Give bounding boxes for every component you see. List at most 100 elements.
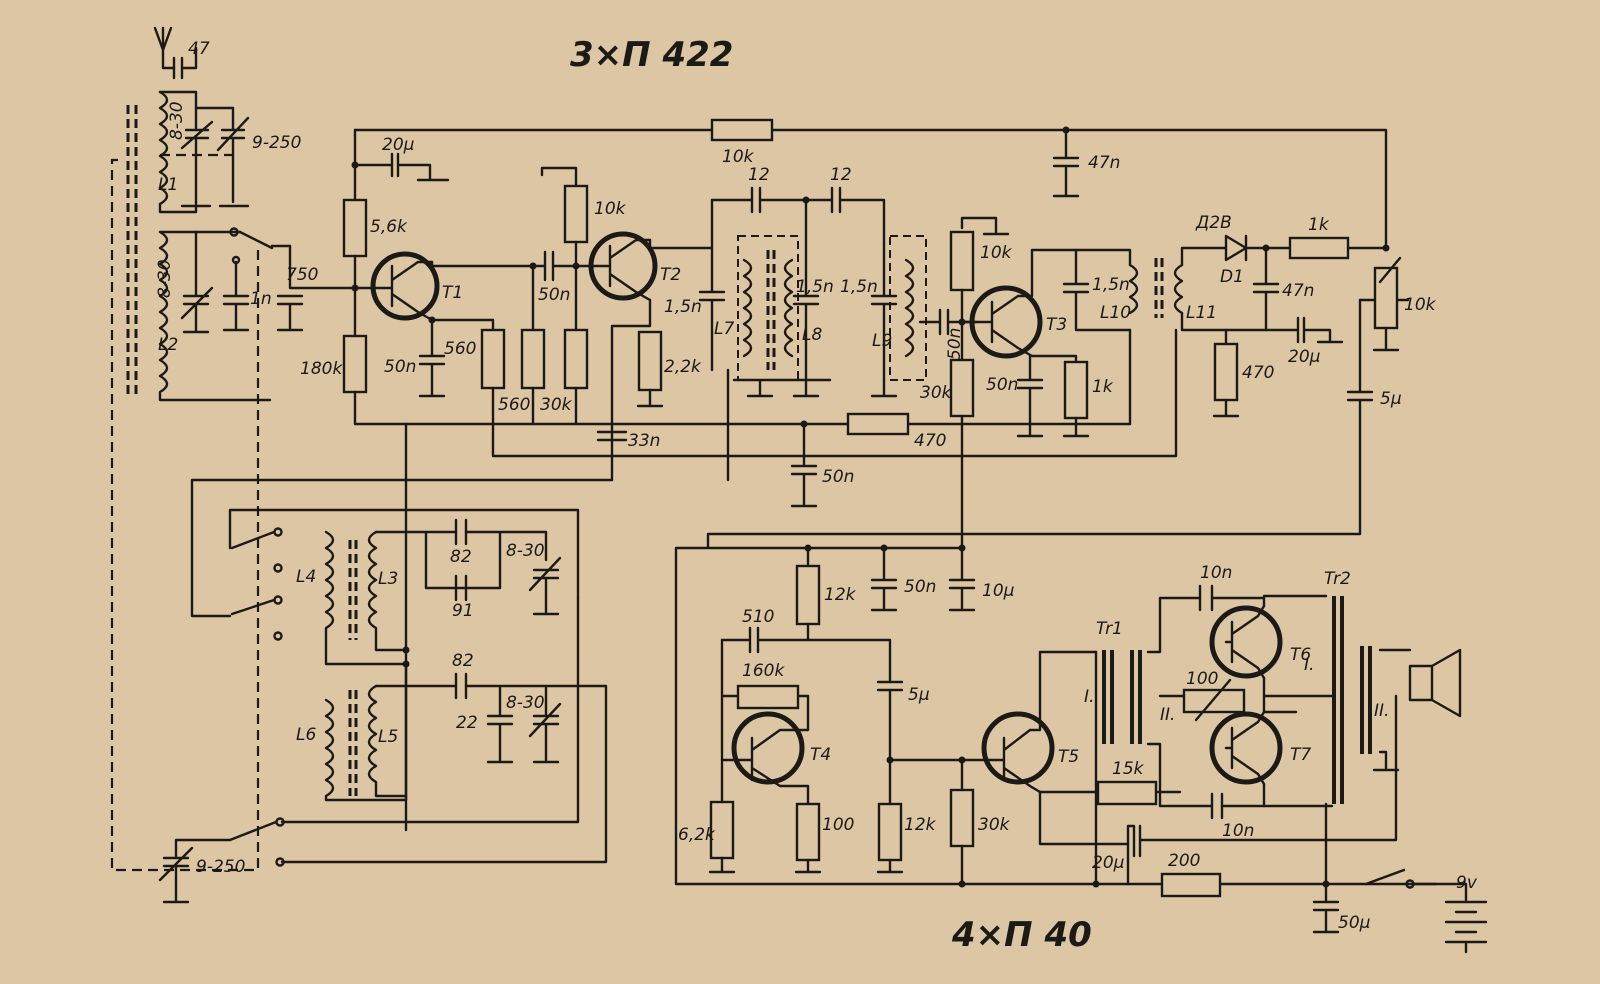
coil-l11 xyxy=(1173,263,1184,315)
capacitor-50n-mid xyxy=(790,420,818,508)
transformer-tr1[interactable] xyxy=(1102,650,1142,744)
label-t5: T5 xyxy=(1058,747,1079,767)
resistor-180k xyxy=(342,334,368,394)
rf-return-bus xyxy=(353,390,1132,426)
label-1n: 1n xyxy=(250,289,272,309)
wire-t2-emitter xyxy=(610,298,652,442)
band-switch-osc xyxy=(230,527,283,641)
resistor-30k-t3 xyxy=(949,358,975,418)
resistor-10k-bus xyxy=(710,118,774,142)
capacitor-1-5n-l7 xyxy=(698,198,726,372)
wire-osc-top xyxy=(228,508,580,600)
resistor-30k-t5 xyxy=(949,788,975,848)
label-50u: 50μ xyxy=(1338,913,1371,933)
wire-t4-feedback xyxy=(720,638,810,762)
ground-t4-e xyxy=(794,858,822,874)
resistor-560-b xyxy=(480,328,506,390)
ground-t3-e xyxy=(1062,416,1090,438)
capacitor-47n-det xyxy=(1252,244,1280,332)
label-tr2: Tr2 xyxy=(1324,569,1351,589)
label-12k-t5: 12k xyxy=(904,815,937,835)
ground-t3-top xyxy=(960,216,1010,236)
label-1-5n-l7: 1,5n xyxy=(664,297,702,317)
capacitor-91 xyxy=(454,574,468,602)
core-l5-l6 xyxy=(348,690,358,796)
label-pot-10k: 10k xyxy=(1404,295,1437,315)
wire-l11 xyxy=(1128,246,1268,426)
wire-t1-emitter xyxy=(430,318,495,332)
transistor-t2 xyxy=(588,231,658,302)
label-l4: L4 xyxy=(296,567,316,587)
coil-l10 xyxy=(1128,263,1139,315)
supply-bus-top xyxy=(353,128,1388,252)
af-bus-drops xyxy=(806,546,964,582)
label-180k: 180k xyxy=(300,359,343,379)
label-t1: T1 xyxy=(442,283,463,303)
label-47n-det: 47n xyxy=(1282,281,1314,301)
core-l10-l11 xyxy=(1154,258,1164,318)
label-100-pot: 100 xyxy=(1186,669,1218,689)
label-10k-t2: 10k xyxy=(594,199,627,219)
label-1-5n-l9: 1,5n xyxy=(840,277,878,297)
label-l9: L9 xyxy=(872,331,892,351)
label-1-5n-l10: 1,5n xyxy=(1092,275,1130,295)
transistor-t6 xyxy=(1209,604,1283,680)
wire-vertical-drops xyxy=(404,422,964,832)
capacitor-50n-t1 xyxy=(418,316,446,398)
antenna-symbol xyxy=(153,26,176,70)
label-91: 91 xyxy=(452,601,474,621)
title-af-transistors: 4×П 40 xyxy=(951,915,1092,955)
resistor-12k-t5 xyxy=(877,802,903,862)
ground-t4-base xyxy=(708,758,736,874)
label-t7: T7 xyxy=(1290,745,1311,765)
label-12-b: 12 xyxy=(830,165,852,185)
wire-output-stage xyxy=(1262,596,1336,808)
label-82-a: 82 xyxy=(450,547,472,567)
resistor-100-arrow xyxy=(1194,678,1232,722)
capacitor-33n xyxy=(596,430,628,482)
capacitor-5u-vol xyxy=(706,298,1374,542)
capacitor-10u-af xyxy=(948,578,976,612)
trimmer-8-30-a xyxy=(528,556,562,616)
label-l3: L3 xyxy=(378,569,398,589)
label-tr1-primary: I. xyxy=(1084,687,1094,707)
wire-tr2 xyxy=(1262,594,1412,886)
transistor-t7 xyxy=(1209,710,1283,786)
capacitor-82-a xyxy=(454,518,468,546)
label-10n-top: 10n xyxy=(1200,563,1232,583)
ground-t5-bias xyxy=(876,758,904,874)
resistor-10k-t3 xyxy=(949,230,975,292)
label-50n-b: 50n xyxy=(538,285,570,305)
label-12-a: 12 xyxy=(748,165,770,185)
resistor-200 xyxy=(1160,872,1222,898)
wire-t5-outputs xyxy=(1038,650,1130,886)
band-switch-top xyxy=(229,227,292,250)
coil-l9 xyxy=(904,258,915,358)
label-22: 22 xyxy=(456,713,478,733)
label-t6: T6 xyxy=(1290,645,1311,665)
wire-t4-collector xyxy=(806,622,892,684)
transistor-t1 xyxy=(353,251,440,322)
label-510: 510 xyxy=(742,607,774,627)
label-50n-t3e: 50n xyxy=(986,375,1018,395)
label-diode-type: Д2В xyxy=(1195,213,1232,233)
wire-l5-tank xyxy=(280,684,608,864)
label-l5: L5 xyxy=(378,727,398,747)
wire-battery xyxy=(1412,882,1468,902)
label-50n-t1: 50n xyxy=(384,357,416,377)
capacitor-50n-af xyxy=(870,578,898,612)
can-l9 xyxy=(889,235,927,381)
transformer-tr2[interactable] xyxy=(1332,596,1372,804)
resistor-100-pot xyxy=(1182,688,1246,714)
transistor-t4 xyxy=(720,694,810,806)
label-l6: L6 xyxy=(296,725,316,745)
potentiometer-10k[interactable] xyxy=(1373,266,1399,330)
wire-t2-base-bias xyxy=(531,264,578,332)
label-50n-af: 50n xyxy=(904,577,936,597)
label-82-b: 82 xyxy=(452,651,474,671)
diode-d1 xyxy=(1214,234,1292,262)
label-470-mid: 470 xyxy=(914,431,946,451)
wire-osc-return xyxy=(280,596,580,824)
resistor-10k-t2 xyxy=(563,184,589,244)
